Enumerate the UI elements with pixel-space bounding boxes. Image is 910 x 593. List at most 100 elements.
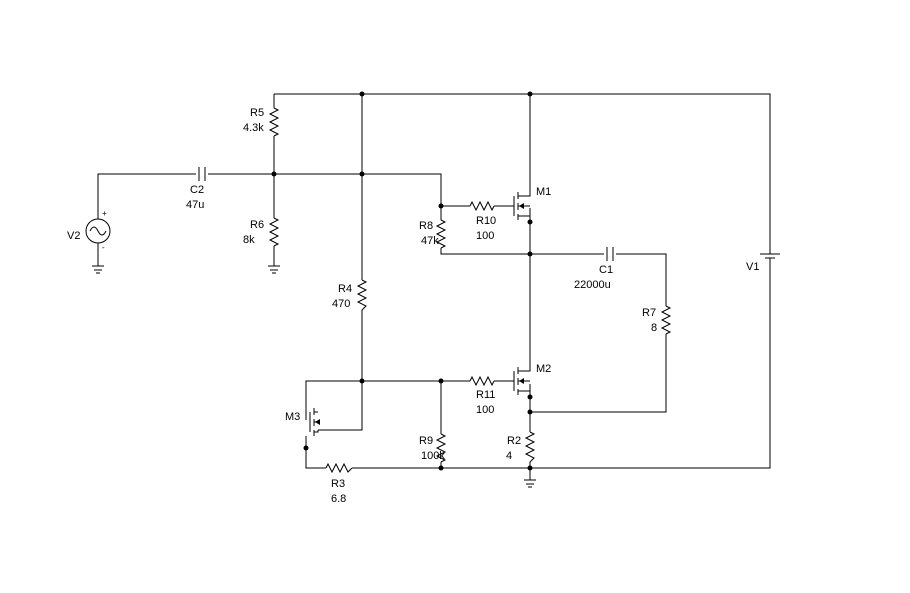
capacitor-c1[interactable]: C1 22000u	[574, 247, 614, 291]
resistor-value: 47k	[421, 235, 439, 247]
mosfet-gate	[510, 196, 515, 216]
capacitor-value: 22000u	[574, 279, 611, 291]
source-label: V2	[67, 230, 80, 242]
resistor-zigzag	[325, 462, 353, 474]
resistor-r5[interactable]: R5 4.3k	[243, 107, 280, 137]
sine-icon	[89, 226, 107, 236]
resistor-zigzag	[356, 279, 368, 311]
ground-symbol	[92, 265, 104, 274]
junction-dot	[438, 203, 444, 209]
resistor-label: R10	[476, 215, 496, 227]
capacitor-label: C1	[599, 264, 613, 276]
resistor-label: R4	[338, 283, 352, 295]
resistor-r9[interactable]: R9 100k	[419, 433, 447, 463]
junction-dot	[527, 251, 533, 257]
mosfet-terminals	[518, 360, 531, 392]
ac-source-v2[interactable]: + - V2	[67, 196, 111, 252]
capacitor-label: C2	[190, 184, 204, 196]
resistor-label: R6	[250, 219, 264, 231]
mosfet-arrow	[519, 378, 524, 384]
resistor-r3[interactable]: R3 6.8	[325, 462, 353, 505]
resistor-label: R7	[642, 307, 656, 319]
junction-dot	[527, 409, 533, 415]
wire-bottom-rail	[305, 436, 326, 469]
resistor-r2[interactable]: R2 4	[506, 431, 536, 463]
capacitor-plates	[606, 247, 614, 261]
resistor-zigzag	[660, 305, 672, 335]
resistor-value: 4	[506, 450, 512, 462]
resistor-zigzag	[268, 217, 280, 247]
resistor-label: R9	[419, 435, 433, 447]
junction-dot	[527, 465, 533, 471]
junction-dot	[359, 171, 365, 177]
mosfet-gate	[510, 371, 515, 391]
resistor-zigzag	[268, 107, 280, 137]
resistor-label: R3	[331, 478, 345, 490]
mosfet-m3[interactable]: M3	[285, 400, 320, 436]
resistor-zigzag	[435, 219, 447, 249]
junction-dot	[527, 394, 533, 400]
mosfet-label: M2	[536, 363, 551, 375]
wire-c1-right	[616, 253, 667, 306]
resistor-r6[interactable]: R6 8k	[243, 217, 280, 247]
junction-dot	[438, 378, 444, 384]
mosfet-m2[interactable]: M2	[510, 360, 551, 395]
resistor-value: 100k	[421, 450, 445, 462]
resistor-value: 4.3k	[243, 122, 264, 134]
resistor-r8[interactable]: R8 47k	[419, 219, 447, 249]
mosfet-m1[interactable]: M1	[510, 184, 551, 220]
junction-dot	[271, 171, 277, 177]
wire-top-rail	[274, 93, 771, 240]
wire-r4-bottom	[318, 310, 363, 431]
plus-sign: +	[102, 209, 107, 218]
mosfet-arrow	[519, 203, 524, 209]
resistor-label: R11	[476, 389, 495, 401]
ground-symbol	[524, 479, 536, 488]
wire-c2-node	[208, 173, 442, 220]
resistor-label: R5	[250, 107, 264, 119]
capacitor-plates	[198, 167, 206, 181]
ground-symbol	[268, 265, 280, 274]
junction-dot	[438, 465, 444, 471]
wire-v2-c2	[97, 173, 196, 196]
mosfet-gate	[305, 400, 311, 432]
resistor-zigzag	[469, 200, 495, 212]
wire-r8-bottom	[440, 248, 530, 255]
resistor-zigzag	[435, 433, 447, 463]
resistor-r4[interactable]: R4 470	[332, 279, 368, 311]
junctions	[271, 91, 533, 471]
dc-source-v1[interactable]: V1	[746, 240, 780, 273]
resistor-value: 100	[476, 230, 494, 242]
junction-dot	[359, 91, 365, 97]
resistor-value: 8	[651, 322, 657, 334]
mosfet-arrow	[315, 419, 320, 425]
resistor-label: R2	[507, 435, 521, 447]
resistor-zigzag	[524, 431, 536, 463]
resistor-r10[interactable]: R10 100	[469, 200, 496, 242]
mosfet-terminals	[518, 184, 531, 217]
wire-r7-bottom	[530, 334, 667, 413]
minus-sign: -	[102, 243, 105, 252]
wires	[97, 93, 771, 480]
resistor-r11[interactable]: R11 100	[469, 375, 495, 416]
wire-gate2-left	[305, 380, 470, 400]
capacitor-c2[interactable]: C2 47u	[186, 167, 206, 211]
resistor-zigzag	[469, 375, 495, 387]
junction-dot	[303, 445, 309, 451]
wire-bottom-rail-2	[352, 266, 771, 469]
mosfet-label: M1	[536, 186, 551, 198]
resistor-value: 8k	[243, 234, 255, 246]
resistor-label: R8	[419, 220, 433, 232]
junction-dot	[527, 91, 533, 97]
junction-dot	[527, 219, 533, 225]
mosfet-label: M3	[285, 411, 300, 423]
capacitor-value: 47u	[186, 199, 204, 211]
resistor-value: 6.8	[331, 493, 346, 505]
source-label: V1	[746, 261, 759, 273]
battery-plates	[760, 240, 780, 266]
resistor-r7[interactable]: R7 8	[642, 305, 672, 335]
resistor-value: 100	[476, 404, 494, 416]
junction-dot	[359, 378, 365, 384]
resistor-value: 470	[332, 298, 350, 310]
